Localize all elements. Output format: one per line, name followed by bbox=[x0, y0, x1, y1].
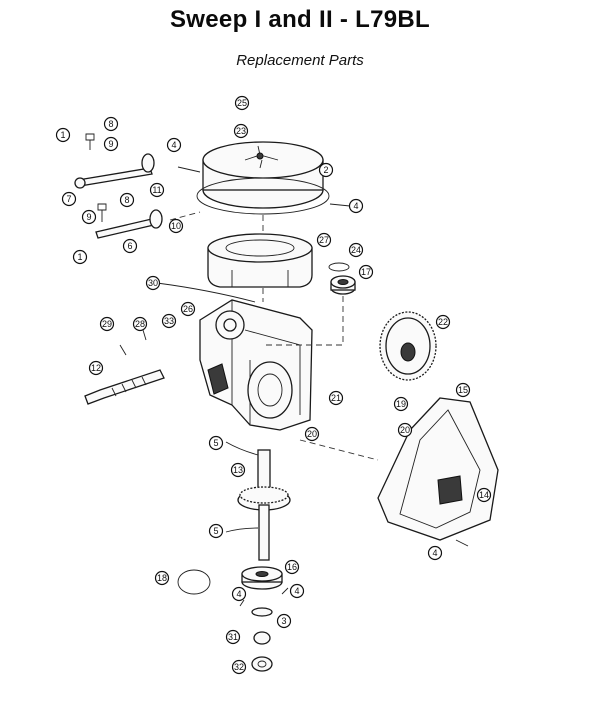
svg-text:9: 9 bbox=[86, 212, 91, 222]
callout-9: 9 bbox=[103, 136, 119, 152]
svg-text:25: 25 bbox=[237, 98, 247, 108]
svg-text:8: 8 bbox=[124, 195, 129, 205]
vertical-shaft-and-gear bbox=[237, 449, 291, 561]
svg-text:31: 31 bbox=[228, 632, 238, 642]
svg-text:33: 33 bbox=[164, 316, 174, 326]
svg-text:18: 18 bbox=[157, 573, 167, 583]
svg-text:5: 5 bbox=[213, 438, 218, 448]
svg-text:29: 29 bbox=[102, 319, 112, 329]
callout-1: 1 bbox=[72, 249, 88, 265]
callout-27: 27 bbox=[316, 232, 332, 248]
svg-text:16: 16 bbox=[287, 562, 297, 572]
svg-text:26: 26 bbox=[183, 304, 193, 314]
bottom-bearing-stack bbox=[177, 566, 283, 672]
callout-32: 32 bbox=[231, 659, 247, 675]
callout-28: 28 bbox=[132, 316, 148, 332]
callout-8: 8 bbox=[119, 192, 135, 208]
callout-30: 30 bbox=[145, 275, 161, 291]
callout-5: 5 bbox=[208, 435, 224, 451]
callout-16: 16 bbox=[284, 559, 300, 575]
svg-text:6: 6 bbox=[127, 241, 132, 251]
callout-4: 4 bbox=[289, 583, 305, 599]
svg-text:7: 7 bbox=[66, 194, 71, 204]
callout-7: 7 bbox=[61, 191, 77, 207]
worm-shaft bbox=[84, 369, 165, 405]
page-title: Sweep I and II - L79BL bbox=[170, 6, 430, 33]
svg-text:4: 4 bbox=[432, 548, 437, 558]
side-cover-plate bbox=[377, 397, 499, 541]
svg-text:32: 32 bbox=[234, 662, 244, 672]
callout-4: 4 bbox=[166, 137, 182, 153]
gearbox-housing bbox=[199, 299, 313, 431]
svg-text:12: 12 bbox=[91, 363, 101, 373]
callout-2: 2 bbox=[318, 162, 334, 178]
svg-text:19: 19 bbox=[396, 399, 406, 409]
svg-text:30: 30 bbox=[148, 278, 158, 288]
callout-31: 31 bbox=[225, 629, 241, 645]
callout-1: 1 bbox=[55, 127, 71, 143]
callout-6: 6 bbox=[122, 238, 138, 254]
callout-29: 29 bbox=[99, 316, 115, 332]
callout-20: 20 bbox=[397, 422, 413, 438]
callout-26: 26 bbox=[180, 301, 196, 317]
svg-text:20: 20 bbox=[400, 425, 410, 435]
callout-5: 5 bbox=[208, 523, 224, 539]
callout-12: 12 bbox=[88, 360, 104, 376]
svg-text:27: 27 bbox=[319, 235, 329, 245]
svg-text:1: 1 bbox=[77, 252, 82, 262]
callout-25: 25 bbox=[234, 95, 250, 111]
svg-text:4: 4 bbox=[236, 589, 241, 599]
page-subtitle: Replacement Parts bbox=[236, 52, 364, 69]
svg-text:2: 2 bbox=[323, 165, 328, 175]
svg-text:22: 22 bbox=[438, 317, 448, 327]
svg-text:14: 14 bbox=[479, 490, 489, 500]
callout-15: 15 bbox=[455, 382, 471, 398]
callout-13: 13 bbox=[230, 462, 246, 478]
top-drum-housing bbox=[196, 141, 330, 215]
callout-22: 22 bbox=[435, 314, 451, 330]
svg-text:20: 20 bbox=[307, 429, 317, 439]
svg-text:28: 28 bbox=[135, 319, 145, 329]
svg-text:21: 21 bbox=[331, 393, 341, 403]
svg-text:13: 13 bbox=[233, 465, 243, 475]
callout-9: 9 bbox=[81, 209, 97, 225]
svg-text:4: 4 bbox=[294, 586, 299, 596]
svg-text:23: 23 bbox=[236, 126, 246, 136]
callout-24: 24 bbox=[348, 242, 364, 258]
callout-4: 4 bbox=[348, 198, 364, 214]
svg-text:17: 17 bbox=[361, 267, 371, 277]
svg-text:8: 8 bbox=[108, 119, 113, 129]
callout-4: 4 bbox=[231, 586, 247, 602]
callout-20: 20 bbox=[304, 426, 320, 442]
callout-10: 10 bbox=[168, 218, 184, 234]
svg-text:9: 9 bbox=[108, 139, 113, 149]
callout-14: 14 bbox=[476, 487, 492, 503]
callout-11: 11 bbox=[149, 182, 165, 198]
callout-3: 3 bbox=[276, 613, 292, 629]
ring-and-bushing bbox=[328, 262, 356, 295]
svg-text:10: 10 bbox=[171, 221, 181, 231]
svg-text:5: 5 bbox=[213, 526, 218, 536]
svg-text:4: 4 bbox=[353, 201, 358, 211]
svg-text:3: 3 bbox=[281, 616, 286, 626]
callout-8: 8 bbox=[103, 116, 119, 132]
callout-19: 19 bbox=[393, 396, 409, 412]
svg-text:1: 1 bbox=[60, 130, 65, 140]
callout-33: 33 bbox=[161, 313, 177, 329]
callout-23: 23 bbox=[233, 123, 249, 139]
svg-text:11: 11 bbox=[152, 185, 161, 195]
drum-base-part bbox=[207, 233, 313, 288]
svg-text:4: 4 bbox=[171, 140, 176, 150]
svg-text:24: 24 bbox=[351, 245, 361, 255]
leader-lines bbox=[119, 166, 469, 607]
callout-4: 4 bbox=[427, 545, 443, 561]
svg-text:15: 15 bbox=[458, 385, 468, 395]
callout-17: 17 bbox=[358, 264, 374, 280]
callout-21: 21 bbox=[328, 390, 344, 406]
large-gear-wheel bbox=[379, 311, 437, 381]
callout-18: 18 bbox=[154, 570, 170, 586]
left-linkage-rods bbox=[74, 133, 163, 239]
